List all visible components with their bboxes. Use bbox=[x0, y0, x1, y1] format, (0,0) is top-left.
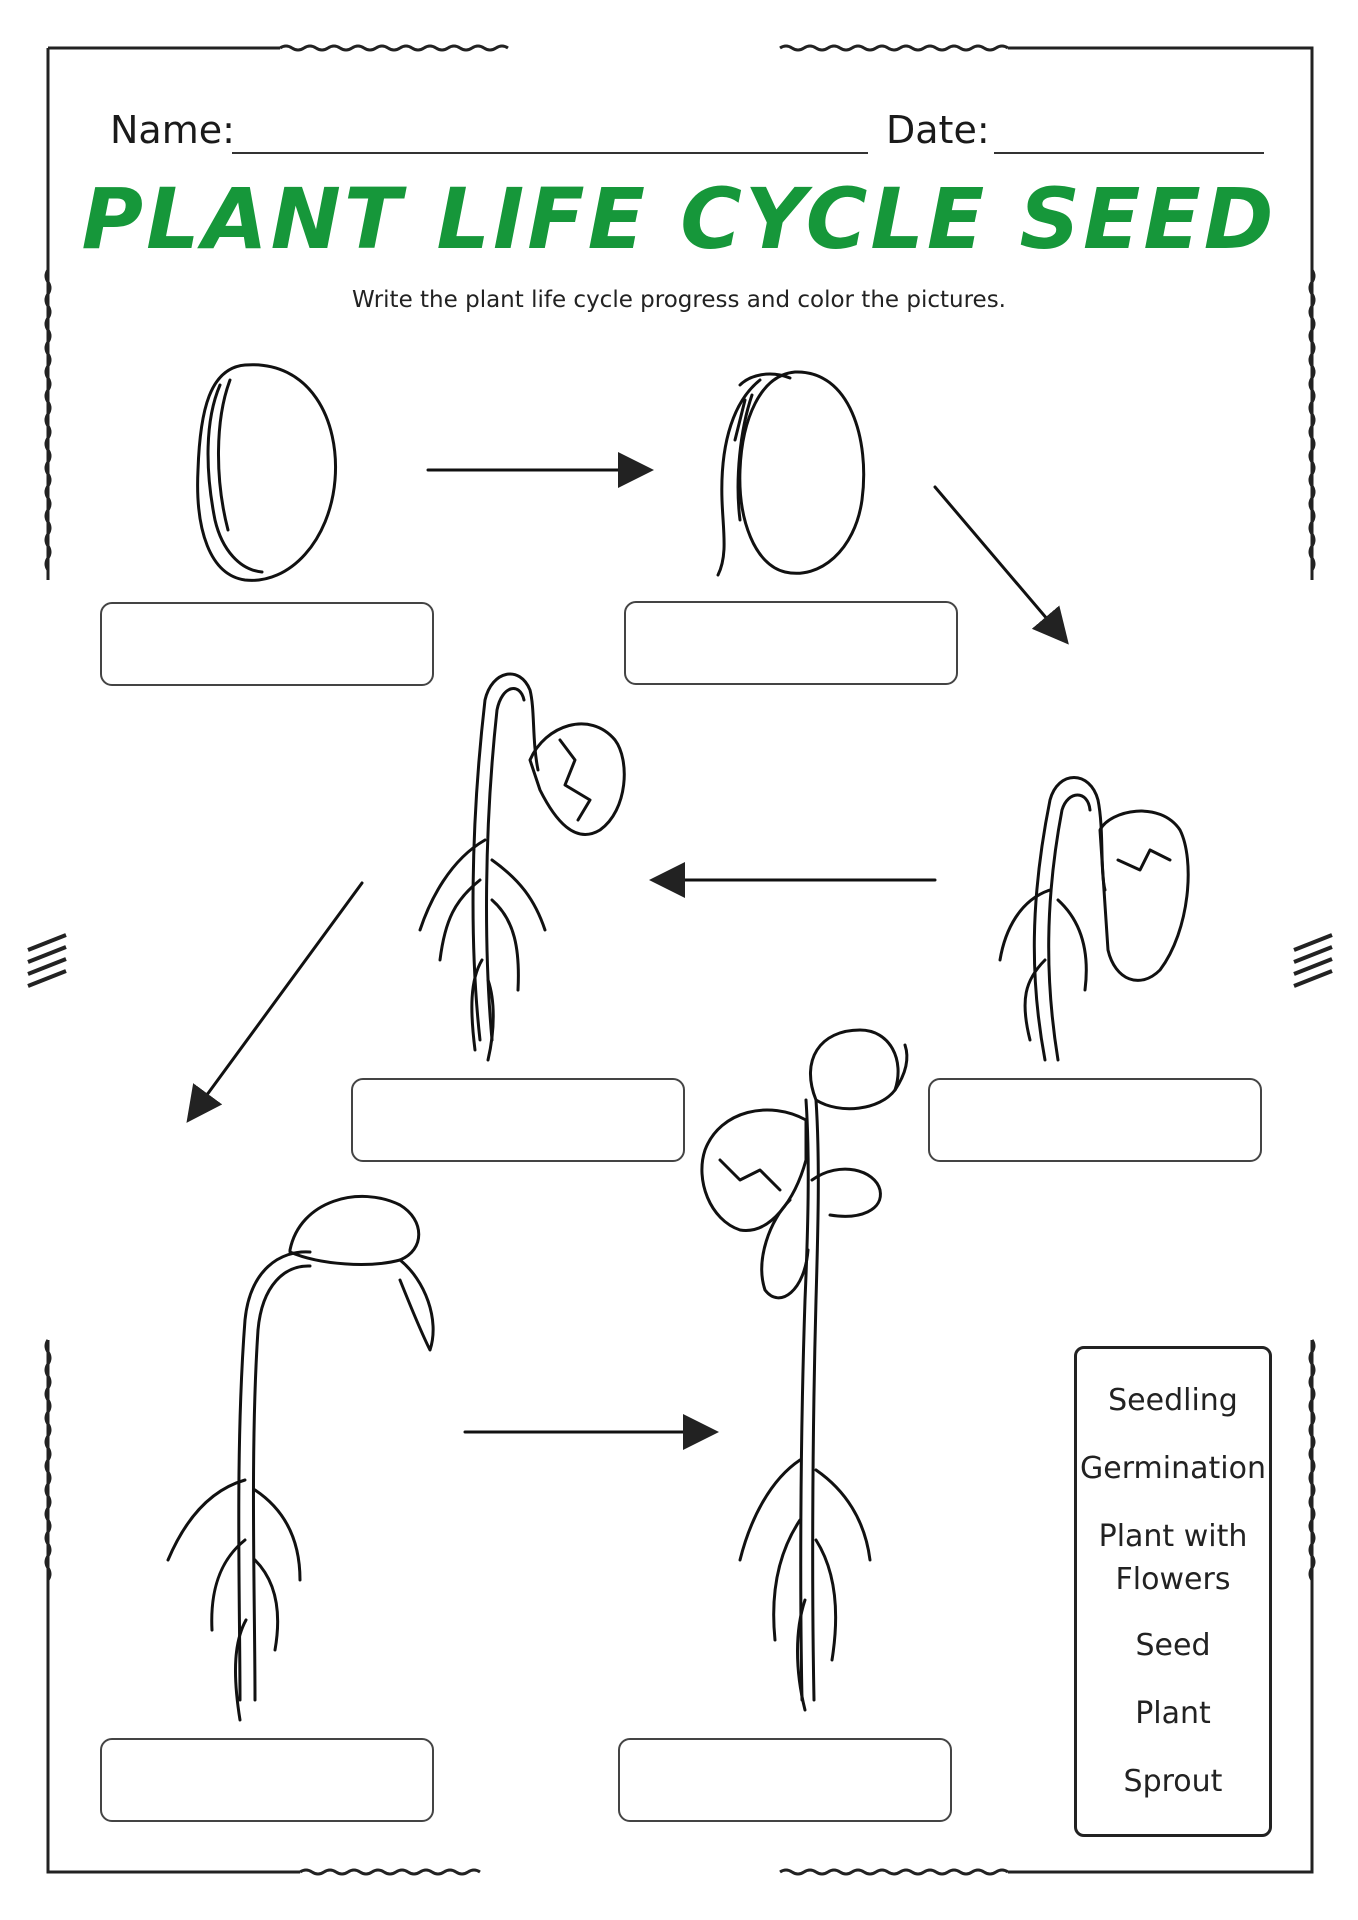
seed-illustration bbox=[196, 363, 338, 582]
word-bank-item: Seedling bbox=[1108, 1383, 1238, 1418]
answer-box-germination[interactable] bbox=[624, 601, 958, 685]
answer-box-seed[interactable] bbox=[100, 602, 434, 686]
word-bank-item: Germination bbox=[1080, 1451, 1266, 1486]
tick-decoration-left bbox=[27, 933, 67, 988]
sprout-illustration bbox=[418, 672, 626, 1062]
date-line[interactable] bbox=[994, 152, 1264, 154]
word-bank: Seedling Germination Plant with Flowers … bbox=[1074, 1346, 1272, 1837]
answer-box-seedling[interactable] bbox=[100, 1738, 434, 1822]
answer-box-emerging-root[interactable] bbox=[928, 1078, 1262, 1162]
word-bank-item: Plant with bbox=[1098, 1519, 1248, 1554]
word-bank-item: Flowers bbox=[1115, 1562, 1231, 1597]
header-row: Name: Date: bbox=[110, 108, 1264, 158]
answer-box-sprout[interactable] bbox=[351, 1078, 685, 1162]
germination-illustration bbox=[716, 370, 866, 577]
instructions: Write the plant life cycle progress and … bbox=[352, 287, 1006, 313]
word-bank-item: Sprout bbox=[1123, 1764, 1223, 1799]
tick-decoration-right bbox=[1293, 933, 1333, 988]
name-line[interactable] bbox=[232, 152, 868, 154]
name-label: Name: bbox=[110, 108, 235, 152]
answer-box-plant[interactable] bbox=[618, 1738, 952, 1822]
word-bank-item: Plant bbox=[1135, 1696, 1211, 1731]
emerging-root-illustration bbox=[998, 776, 1190, 1062]
plant-illustration bbox=[700, 1028, 909, 1712]
date-label: Date: bbox=[886, 108, 990, 152]
page-title: PLANT LIFE CYCLE SEED bbox=[81, 170, 1277, 268]
seedling-illustration bbox=[166, 1194, 435, 1722]
word-bank-item: Seed bbox=[1135, 1628, 1211, 1663]
arrows bbox=[186, 452, 1069, 1450]
